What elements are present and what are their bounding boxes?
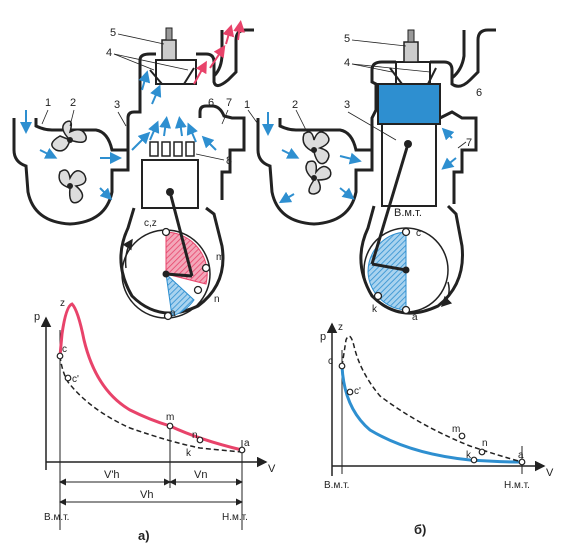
left-connecting-rod: [168, 191, 194, 277]
left-injector: [161, 27, 177, 61]
left-p-label: p: [34, 311, 40, 323]
right-graph-points: [338, 362, 526, 466]
left-dim-vn: Vn: [194, 469, 207, 481]
svg-text:7: 7: [226, 97, 232, 109]
left-crank-label-cz: c,z: [144, 218, 157, 229]
right-engine: c k a В.м.т. 1 2 3 4 5 6 7: [244, 28, 496, 323]
left-crank-label-m: m: [216, 252, 224, 263]
left-blower-rotor-top: [51, 120, 87, 152]
right-curve-dashed: [341, 335, 523, 463]
left-point-c: c: [62, 344, 67, 355]
left-point-k: k: [186, 448, 192, 459]
svg-text:5: 5: [110, 27, 116, 39]
left-dim-vh: Vh: [140, 489, 153, 501]
left-cylinder-wall-right: [196, 28, 254, 87]
right-chamber-charge: [377, 83, 441, 125]
left-blower-rotor-bottom: [58, 169, 87, 204]
left-curve-solid: [58, 302, 243, 452]
svg-text:4: 4: [344, 57, 350, 69]
svg-text:4: 4: [106, 47, 112, 59]
left-exhaust-arrows: [193, 20, 246, 85]
right-point-c: c: [328, 356, 333, 367]
right-point-k: k: [466, 450, 472, 461]
right-crank-label-k: k: [372, 304, 378, 315]
right-point-n: n: [482, 438, 488, 449]
right-cylinder-wall-right: [430, 28, 496, 88]
left-caption: а): [138, 528, 150, 543]
left-point-z: z: [60, 298, 65, 309]
right-point-z: z: [338, 322, 343, 333]
right-nmt-label: Н.м.т.: [504, 480, 530, 491]
left-point-n: n: [192, 430, 198, 441]
left-point-a: a: [244, 438, 250, 449]
svg-text:2: 2: [292, 99, 298, 111]
svg-text:3: 3: [114, 99, 120, 111]
right-caption: б): [414, 522, 426, 537]
left-part-labels: 1 2 3 4 5 6 7 8: [41, 27, 232, 167]
left-cylinder-wall-right-lower: [198, 104, 246, 200]
right-cylinder-wall-right-lower: [439, 110, 478, 204]
right-pv-graph: p V z c c' m n k a В.м.т. Н.м.т. б): [320, 322, 554, 537]
right-bmt-label: В.м.т.: [324, 480, 349, 491]
right-piston: [381, 123, 437, 207]
right-cylinder-head: [395, 61, 431, 85]
right-curve-solid: [340, 365, 523, 464]
svg-text:2: 2: [70, 97, 76, 109]
left-point-cprime: c': [72, 374, 79, 385]
left-engine: c,z m n a 1 2: [12, 20, 254, 321]
svg-text:6: 6: [476, 87, 482, 99]
left-bmt-label: В.м.т.: [44, 512, 69, 523]
svg-text:3: 3: [344, 99, 350, 111]
svg-text:1: 1: [45, 97, 51, 109]
right-part-labels: 1 2 3 4 5 6 7: [244, 33, 482, 149]
right-connecting-rod: [370, 143, 410, 265]
left-dim-vh-prime: V'h: [104, 469, 120, 481]
right-sector-blue: [367, 231, 407, 311]
right-p-label: p: [320, 331, 326, 343]
left-graph-points: [56, 352, 246, 454]
left-nmt-label: Н.м.т.: [222, 512, 248, 523]
left-cylinder-wall-left: [126, 52, 156, 150]
right-blower-housing: [256, 118, 374, 226]
left-ports: [149, 141, 195, 157]
left-pv-graph: p V z c c' m n k a V'h Vn Vh В.м.т. Н.м.…: [34, 298, 276, 543]
left-cylinder-head: [155, 59, 197, 85]
right-blower-rotor-bottom: [305, 160, 332, 195]
left-curve-dashed: [59, 355, 243, 453]
right-point-a: a: [518, 450, 524, 461]
right-v-label: V: [546, 467, 554, 479]
right-bmt-mid-label: В.м.т.: [394, 207, 422, 219]
right-airflow-arrows: [262, 112, 457, 204]
left-blower-housing: [12, 118, 130, 226]
right-blower-rotor-top: [302, 131, 330, 165]
left-v-label: V: [268, 463, 276, 475]
svg-text:1: 1: [244, 99, 250, 111]
svg-text:5: 5: [344, 33, 350, 45]
right-injector: [403, 29, 419, 63]
right-crank-label-a: a: [412, 312, 418, 323]
left-piston: [141, 159, 199, 209]
right-crank-label-c: c: [416, 228, 421, 239]
right-point-m: m: [452, 424, 460, 435]
left-crank-label-a: a: [170, 308, 176, 319]
left-point-m: m: [166, 412, 174, 423]
svg-text:7: 7: [466, 137, 472, 149]
left-airflow-arrows: [20, 70, 217, 201]
svg-text:8: 8: [226, 155, 232, 167]
right-point-cprime: c': [354, 386, 361, 397]
svg-text:6: 6: [208, 97, 214, 109]
left-crank-label-n: n: [214, 294, 220, 305]
